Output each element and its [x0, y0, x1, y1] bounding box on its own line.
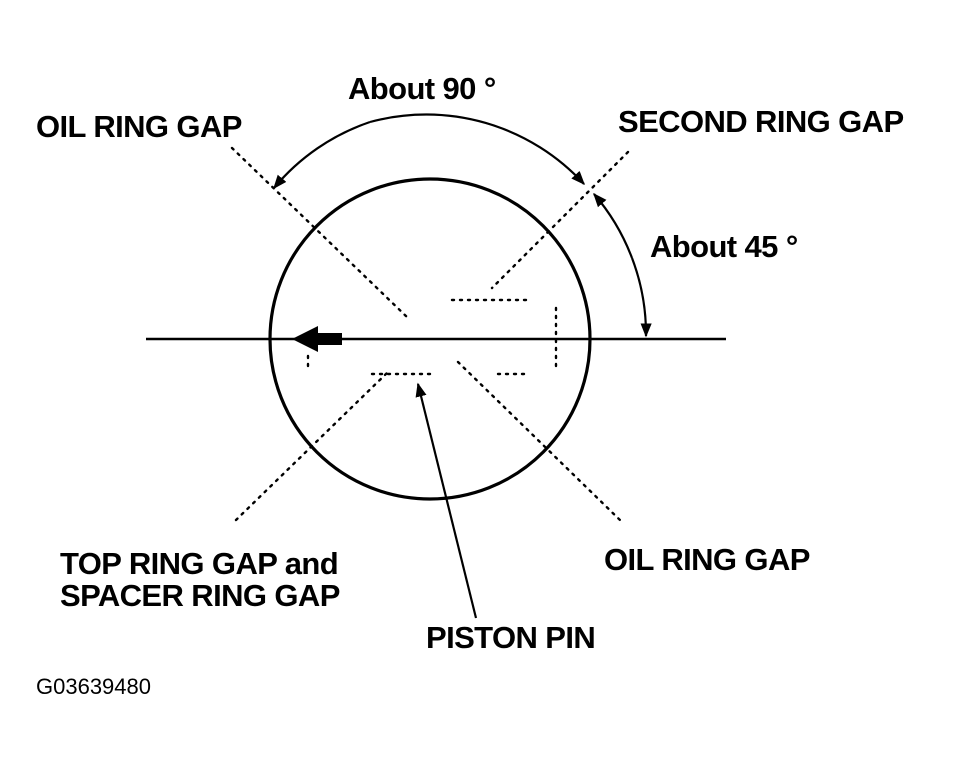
about-45-label: About 45 °: [650, 229, 798, 264]
thrust-arrow-icon: [292, 326, 342, 352]
about-45-arc-lower: [630, 257, 652, 338]
figure-code: G03639480: [36, 674, 151, 699]
oil-ring-gap-top-label: OIL RING GAP: [36, 109, 242, 144]
top-ring-gap-label-line1: TOP RING GAP and: [60, 546, 338, 581]
piston-pin-label: PISTON PIN: [426, 620, 595, 655]
top-ring-gap-label-line2: SPACER RING GAP: [60, 578, 340, 613]
about-45-arc: [593, 192, 634, 259]
about-90-arc: [273, 120, 371, 190]
second-ring-gap-label: SECOND RING GAP: [618, 104, 904, 139]
top-ring-gap-dotted-line: [234, 370, 390, 522]
about-90-label: About 90 °: [348, 71, 496, 106]
oil-ring-gap-upper-dotted-line: [230, 146, 410, 320]
about-90-arc-right: [369, 113, 585, 186]
second-ring-gap-dotted-line: [490, 150, 630, 290]
piston-pin-leader: [415, 382, 478, 619]
oil-ring-gap-bottom-label: OIL RING GAP: [604, 542, 810, 577]
oil-ring-gap-lower-dotted-line: [456, 360, 624, 524]
